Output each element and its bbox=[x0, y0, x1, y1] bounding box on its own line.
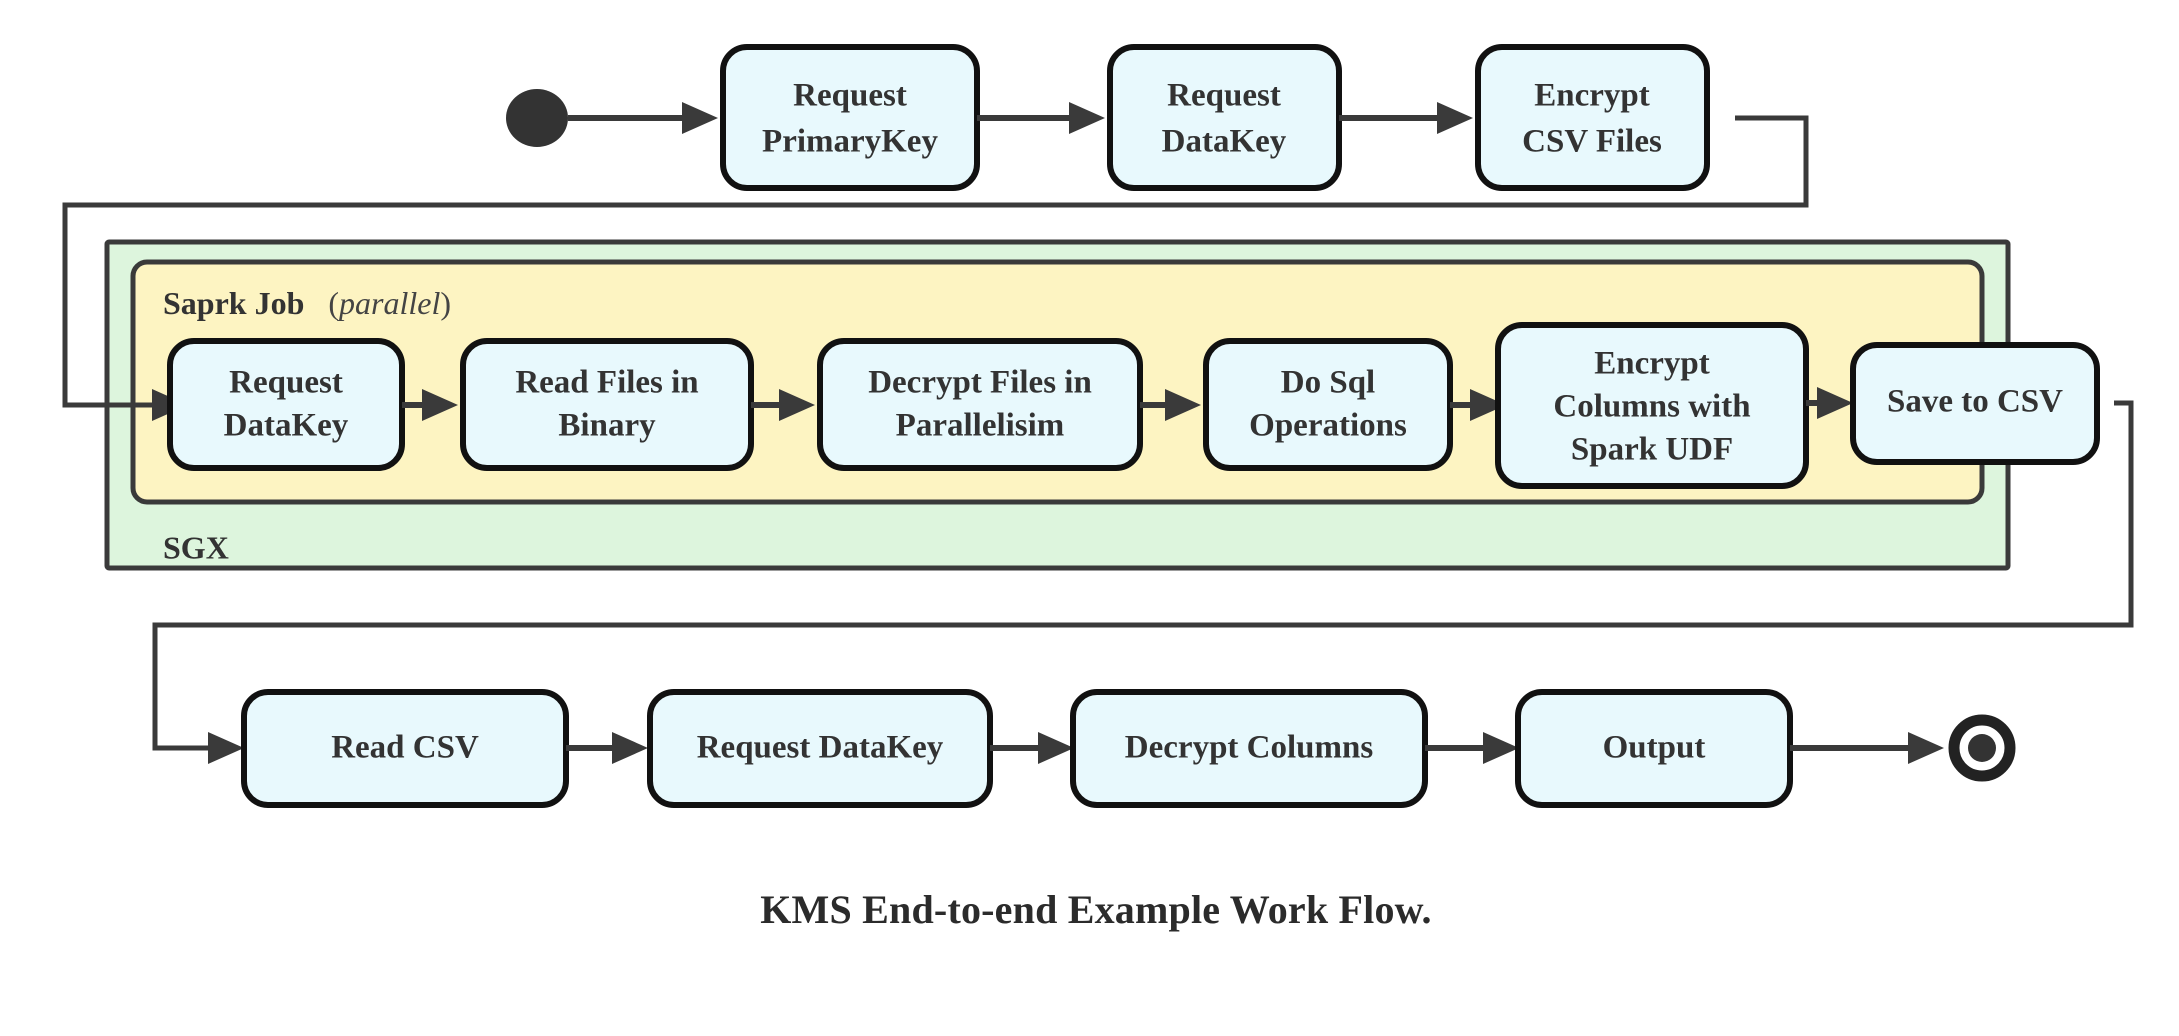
request-datakey-top-rect[interactable] bbox=[1107, 44, 1342, 191]
arrow-into-decrypt-files-in-parallelisim bbox=[779, 389, 815, 421]
sgx-container-label: SGX bbox=[163, 529, 229, 565]
node-output[interactable]: Output bbox=[1515, 689, 1793, 808]
arrow-into-output bbox=[1483, 732, 1519, 764]
flow-read-csv-to-request-datakey bbox=[566, 732, 648, 764]
request-primarykey-rect[interactable] bbox=[720, 44, 980, 191]
route-spark-to-bottom bbox=[152, 400, 2134, 764]
do-sql-operations-label-line-1: Do Sql bbox=[1281, 365, 1375, 401]
encrypt-csv-files-label-line-2: CSV Files bbox=[1522, 124, 1662, 160]
node-encrypt-csv-files[interactable]: Encrypt CSV Files bbox=[1475, 44, 1710, 191]
node-decrypt-files-in-parallelisim[interactable]: Decrypt Files in Parallelisim bbox=[817, 338, 1143, 471]
flow-output-to-end bbox=[1790, 732, 1944, 764]
arrow-into-request-datakey-bottom bbox=[612, 732, 648, 764]
flow-request-datakey-to-decrypt-columns bbox=[990, 732, 1074, 764]
flow-start-to-request-primarykey bbox=[568, 102, 718, 134]
decrypt-columns-label-line-1: Decrypt Columns bbox=[1125, 730, 1374, 766]
request-datakey-spark-label-line-2: DataKey bbox=[224, 408, 349, 444]
start-node bbox=[506, 89, 568, 147]
node-decrypt-columns[interactable]: Decrypt Columns bbox=[1070, 689, 1428, 808]
arrow-into-encrypt-csv-files bbox=[1437, 102, 1473, 134]
arrow-into-save-to-csv bbox=[1817, 387, 1853, 419]
save-to-csv-label-line-1: Save to CSV bbox=[1887, 384, 2063, 420]
node-do-sql-operations[interactable]: Do Sql Operations bbox=[1203, 338, 1453, 471]
spark-job-container-label: Saprk Job (parallel) bbox=[163, 285, 451, 321]
flow-primarykey-to-datakey bbox=[977, 102, 1105, 134]
diagram-caption: KMS End-to-end Example Work Flow. bbox=[760, 887, 1432, 932]
save-to-csv-rect[interactable] bbox=[1850, 342, 2100, 465]
flow-datakey-to-read-files bbox=[402, 389, 458, 421]
read-csv-label-line-1: Read CSV bbox=[331, 730, 479, 766]
spark-job-label-main: Saprk Job bbox=[163, 285, 304, 321]
decrypt-files-in-parallelisim-label-line-1: Decrypt Files in bbox=[868, 365, 1092, 401]
node-save-to-csv[interactable]: Save to CSV bbox=[1850, 342, 2100, 465]
decrypt-files-in-parallelisim-rect[interactable] bbox=[817, 338, 1143, 471]
node-encrypt-columns-with-spark-udf[interactable]: Encrypt Columns with Spark UDF bbox=[1495, 322, 1809, 489]
arrow-into-request-primarykey bbox=[682, 102, 718, 134]
node-read-files-in-binary[interactable]: Read Files in Binary bbox=[460, 338, 754, 471]
flow-do-sql-to-encrypt-columns bbox=[1450, 389, 1506, 421]
spark-job-label-close-paren: ) bbox=[440, 285, 451, 321]
arrow-into-encrypt-columns-with-spark-udf bbox=[1470, 389, 1506, 421]
request-datakey-bottom-label-line-1: Request DataKey bbox=[697, 730, 944, 766]
node-request-datakey-spark[interactable]: Request DataKey bbox=[167, 338, 405, 471]
start-node-circle bbox=[506, 89, 568, 147]
arrow-into-read-files-in-binary bbox=[422, 389, 458, 421]
read-files-in-binary-label-line-1: Read Files in bbox=[515, 365, 698, 401]
request-datakey-top-label-line-2: DataKey bbox=[1162, 124, 1287, 160]
flow-decrypt-columns-to-output bbox=[1425, 732, 1519, 764]
route-top-to-spark-path bbox=[62, 115, 1809, 408]
arrow-into-read-csv bbox=[208, 732, 244, 764]
request-primarykey-label-line-2: PrimaryKey bbox=[762, 124, 938, 160]
request-primarykey-label-line-1: Request bbox=[793, 78, 907, 114]
request-datakey-spark-label-line-1: Request bbox=[229, 365, 343, 401]
arrow-into-end-node bbox=[1908, 732, 1944, 764]
node-request-datakey-top[interactable]: Request DataKey bbox=[1107, 44, 1342, 191]
encrypt-columns-with-spark-udf-label-line-2: Columns with bbox=[1553, 389, 1750, 425]
do-sql-operations-rect[interactable] bbox=[1203, 338, 1453, 471]
output-label-line-1: Output bbox=[1603, 730, 1706, 766]
read-files-in-binary-label-line-2: Binary bbox=[558, 408, 656, 444]
spark-job-label-open-paren: ( bbox=[328, 285, 339, 321]
spark-job-label-modifier: parallel bbox=[337, 285, 440, 321]
flow-datakey-to-encrypt-csv bbox=[1339, 102, 1473, 134]
node-request-datakey-bottom[interactable]: Request DataKey bbox=[647, 689, 993, 808]
encrypt-csv-files-rect[interactable] bbox=[1475, 44, 1710, 191]
arrow-into-decrypt-columns bbox=[1038, 732, 1074, 764]
request-datakey-spark-rect[interactable] bbox=[167, 338, 405, 471]
arrow-into-request-datakey-top bbox=[1069, 102, 1105, 134]
route-spark-to-bottom-path bbox=[152, 400, 2134, 751]
flow-decrypt-files-to-do-sql bbox=[1140, 389, 1201, 421]
end-node bbox=[1948, 714, 2016, 782]
flow-encrypt-columns-to-save-csv bbox=[1806, 387, 1853, 419]
node-request-primarykey[interactable]: Request PrimaryKey bbox=[720, 44, 980, 191]
decrypt-files-in-parallelisim-label-line-2: Parallelisim bbox=[896, 408, 1065, 444]
arrow-into-do-sql-operations bbox=[1165, 389, 1201, 421]
do-sql-operations-label-line-2: Operations bbox=[1249, 408, 1407, 444]
encrypt-csv-files-label-line-1: Encrypt bbox=[1534, 78, 1650, 114]
end-node-dot bbox=[1968, 734, 1996, 762]
encrypt-columns-with-spark-udf-label-line-1: Encrypt bbox=[1594, 346, 1710, 382]
node-read-csv[interactable]: Read CSV bbox=[241, 689, 569, 808]
read-files-in-binary-rect[interactable] bbox=[460, 338, 754, 471]
request-datakey-top-label-line-1: Request bbox=[1167, 78, 1281, 114]
encrypt-columns-with-spark-udf-label-line-3: Spark UDF bbox=[1571, 432, 1733, 468]
flow-read-files-to-decrypt-files bbox=[751, 389, 815, 421]
